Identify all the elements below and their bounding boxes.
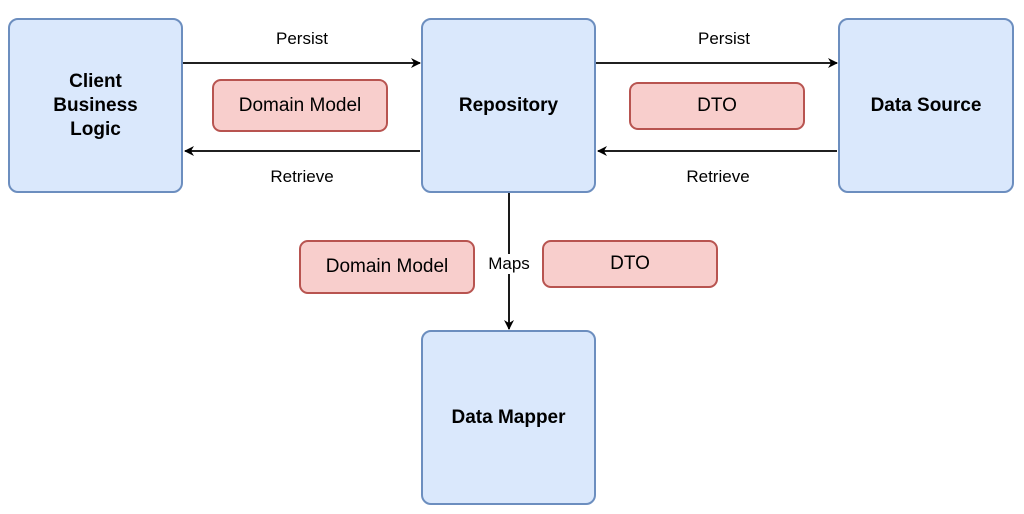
repository-node: Repository — [421, 18, 596, 193]
data-mapper-node: Data Mapper — [421, 330, 596, 505]
domain-model-tag-bottom-label: Domain Model — [325, 256, 449, 277]
repository-node-label: Repository — [458, 94, 559, 116]
client-node-line-2: Business — [53, 94, 138, 116]
client-node-line-3: Logic — [70, 118, 121, 140]
dto-tag-top: DTO — [629, 82, 805, 130]
dto-tag-bottom-label: DTO — [610, 253, 650, 274]
persist-label-left: Persist — [276, 29, 328, 48]
domain-model-tag-top-label: Domain Model — [238, 94, 362, 116]
maps-label: Maps — [480, 254, 538, 274]
persist-label-right: Persist — [698, 29, 750, 48]
retrieve-label-right: Retrieve — [686, 167, 750, 186]
data-mapper-node-label: Data Mapper — [451, 406, 566, 428]
retrieve-label-left: Retrieve — [270, 167, 334, 186]
domain-model-tag-bottom: Domain Model — [299, 240, 475, 294]
domain-model-tag-top: Domain Model — [212, 79, 388, 132]
client-node-line-1: Client — [69, 70, 122, 92]
client-business-logic-node: Client Business Logic — [8, 18, 183, 193]
data-source-node-label: Data Source — [870, 94, 982, 116]
data-source-node: Data Source — [838, 18, 1014, 193]
dto-tag-bottom: DTO — [542, 240, 718, 288]
dto-tag-top-label: DTO — [697, 95, 737, 116]
